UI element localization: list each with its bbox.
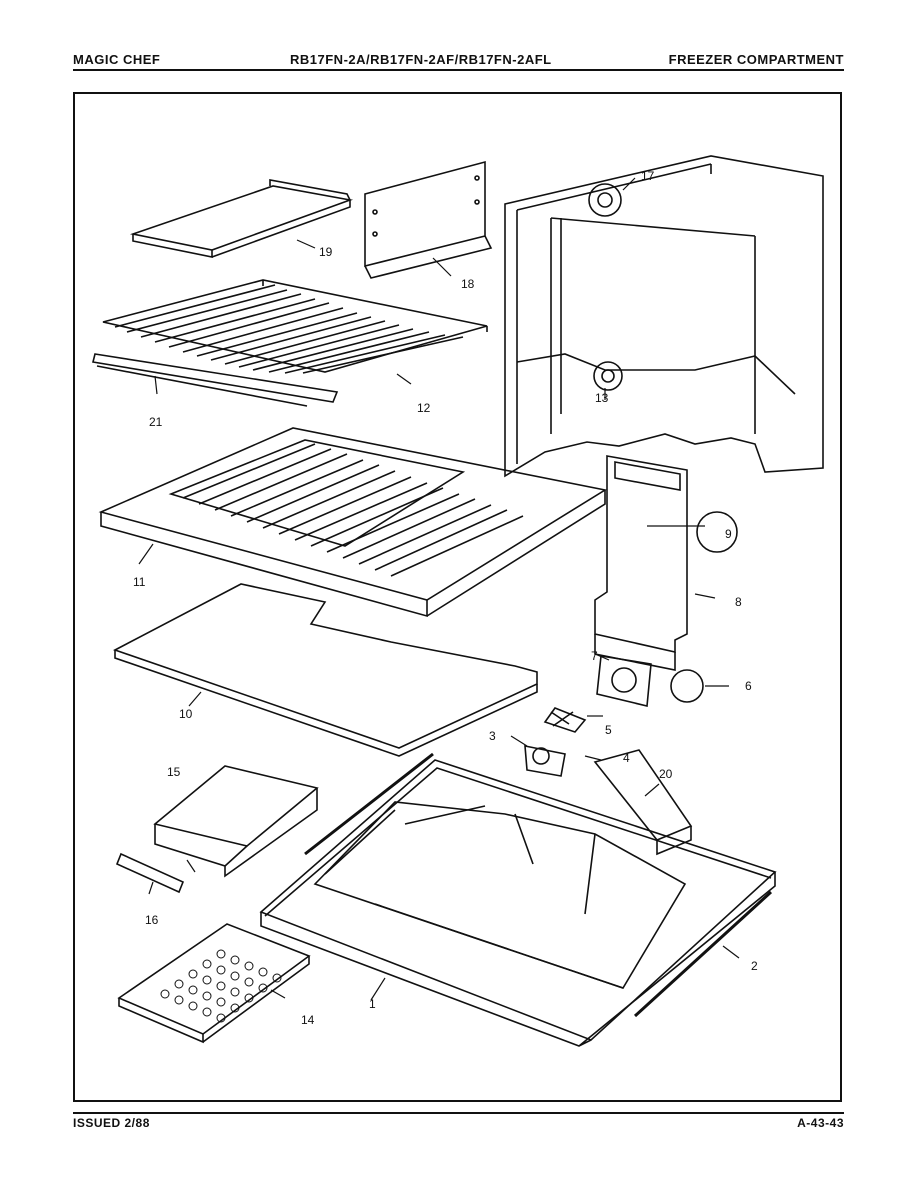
part-19-shelf — [129, 179, 354, 258]
part-12-wire-shelf — [102, 279, 488, 374]
page-code: A-43-43 — [797, 1116, 844, 1130]
callout-13: 13 — [595, 391, 609, 405]
callout-7: 7 — [591, 649, 598, 663]
callout-10: 10 — [179, 707, 193, 721]
issue-date: ISSUED 2/88 — [73, 1116, 150, 1130]
callout-17: 17 — [641, 169, 655, 183]
part-20-duct-cover — [593, 749, 693, 856]
callout-6: 6 — [745, 679, 752, 693]
callout-5: 5 — [605, 723, 612, 737]
fan-assembly — [524, 655, 704, 777]
section-title: FREEZER COMPARTMENT — [668, 52, 844, 67]
callout-8: 8 — [735, 595, 742, 609]
callout-21: 21 — [149, 415, 163, 429]
part-16-rail — [115, 852, 185, 894]
callout-2: 2 — [751, 959, 758, 973]
callout-11: 11 — [133, 575, 146, 589]
callout-15: 15 — [167, 765, 181, 779]
part-1-bottom-liner — [259, 759, 777, 1047]
brand-name: MAGIC CHEF — [73, 52, 161, 67]
diagram-frame — [73, 92, 842, 1102]
part-11-freezer-shelf — [98, 427, 608, 618]
part-15-ice-bin — [153, 765, 319, 878]
footer-rule — [73, 1112, 844, 1114]
callout-16: 16 — [145, 913, 159, 927]
part-2-gasket — [304, 752, 773, 1018]
part-8-duct — [594, 455, 738, 671]
cabinet-liner — [504, 155, 824, 478]
callout-19: 19 — [319, 245, 333, 259]
exploded-parts-diagram: 1 2 3 4 5 6 7 8 9 10 11 12 13 14 15 16 1… — [92, 155, 824, 1047]
callout-3: 3 — [489, 729, 496, 743]
header-rule — [73, 69, 844, 71]
callout-1: 1 — [369, 997, 376, 1011]
callout-18: 18 — [461, 277, 475, 291]
part-14-ice-tray — [117, 923, 311, 1044]
part-10-cover — [112, 583, 538, 757]
part-21-trim — [92, 353, 339, 407]
callout-9: 9 — [725, 527, 732, 541]
callout-14: 14 — [301, 1013, 315, 1027]
model-numbers: RB17FN-2A/RB17FN-2AF/RB17FN-2AFL — [290, 52, 552, 67]
part-18-divider — [364, 160, 493, 279]
callout-4: 4 — [623, 751, 630, 765]
callout-12: 12 — [417, 401, 431, 415]
callout-20: 20 — [659, 767, 673, 781]
